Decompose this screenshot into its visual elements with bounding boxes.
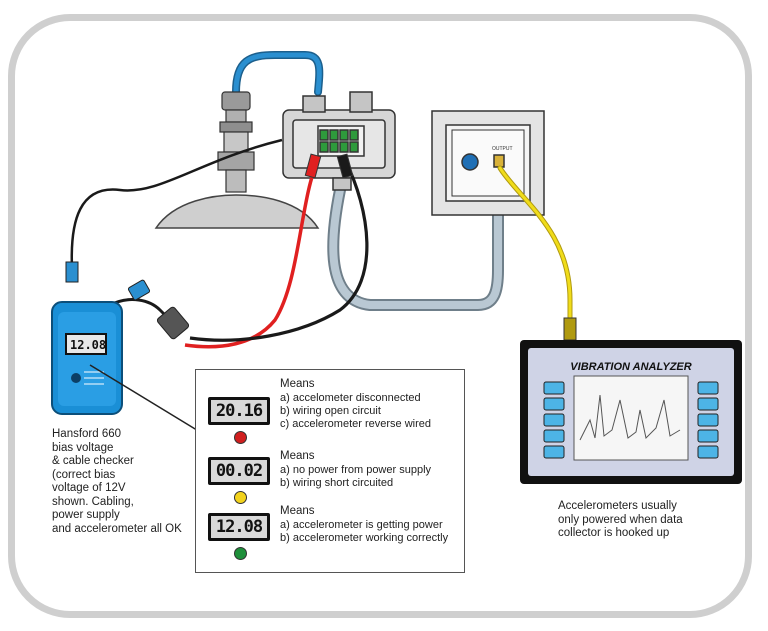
power-supply-output-label: OUTPUT (492, 146, 513, 152)
pointer-line (89, 364, 206, 436)
reading-display-ok: 12.08 (208, 513, 270, 541)
checker-display: 12.08 (70, 338, 106, 352)
junction-box (282, 91, 396, 191)
vibration-analyzer (520, 340, 742, 484)
reading-display-no-power: 00.02 (208, 457, 270, 485)
means-title: Means (280, 378, 315, 390)
test-probes (304, 153, 354, 179)
led-yellow (234, 491, 247, 504)
machine-surface (154, 194, 320, 229)
accelerometer (217, 91, 255, 193)
black-wire (189, 159, 369, 342)
checker-cable (70, 138, 283, 269)
checker-caption: Hansford 660 bias voltage & cable checke… (52, 428, 182, 535)
reading-display-disconnected: 20.16 (208, 397, 270, 425)
red-wire (184, 159, 320, 349)
readings-legend: 20.16 Means a) accelometer disconnected … (195, 369, 465, 573)
means-title: Means (280, 450, 315, 462)
analyzer-title: VIBRATION ANALYZER (570, 361, 691, 373)
analyzer-caption: Accelerometers usually only powered when… (558, 500, 683, 539)
led-red (234, 431, 247, 444)
led-green (234, 547, 247, 560)
bias-voltage-checker (51, 301, 123, 415)
means-title: Means (280, 505, 315, 517)
